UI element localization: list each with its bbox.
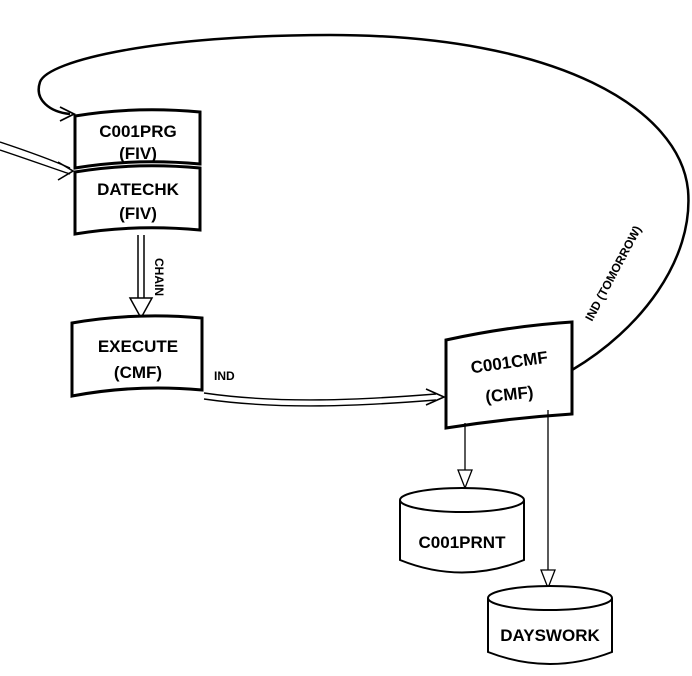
output-edge-dayswork xyxy=(540,410,556,590)
c001prg-box: C001PRG (FIV) xyxy=(73,108,202,170)
c001cmf-type: (CMF) xyxy=(484,383,534,407)
datechk-type: (FIV) xyxy=(119,204,157,223)
chain-label: CHAIN xyxy=(152,258,166,296)
datechk-box: DATECHK (FIV) xyxy=(73,164,202,236)
c001cmf-box: C001CMF (CMF) xyxy=(444,320,574,430)
chain-edge xyxy=(128,235,154,320)
ind-edge xyxy=(203,388,446,407)
datechk-label: DATECHK xyxy=(97,180,180,199)
ind-tomorrow-label: IND (TOMORROW) xyxy=(582,223,644,323)
execute-type: (CMF) xyxy=(114,363,162,382)
c001prg-type: (FIV) xyxy=(119,144,157,163)
execute-label: EXECUTE xyxy=(98,337,178,356)
dayswork-dataset: DAYSWORK xyxy=(487,585,613,665)
loop-tomorrow-edge xyxy=(37,33,690,372)
execute-box: EXECUTE (CMF) xyxy=(70,314,204,398)
c001prnt-dataset: C001PRNT xyxy=(399,487,525,574)
ind-label: IND xyxy=(214,369,235,383)
entry-arrow xyxy=(0,141,75,181)
c001prg-label: C001PRG xyxy=(99,122,176,141)
c001prnt-label: C001PRNT xyxy=(419,533,507,552)
output-edge-c001prnt xyxy=(457,423,473,490)
dayswork-label: DAYSWORK xyxy=(500,626,600,645)
